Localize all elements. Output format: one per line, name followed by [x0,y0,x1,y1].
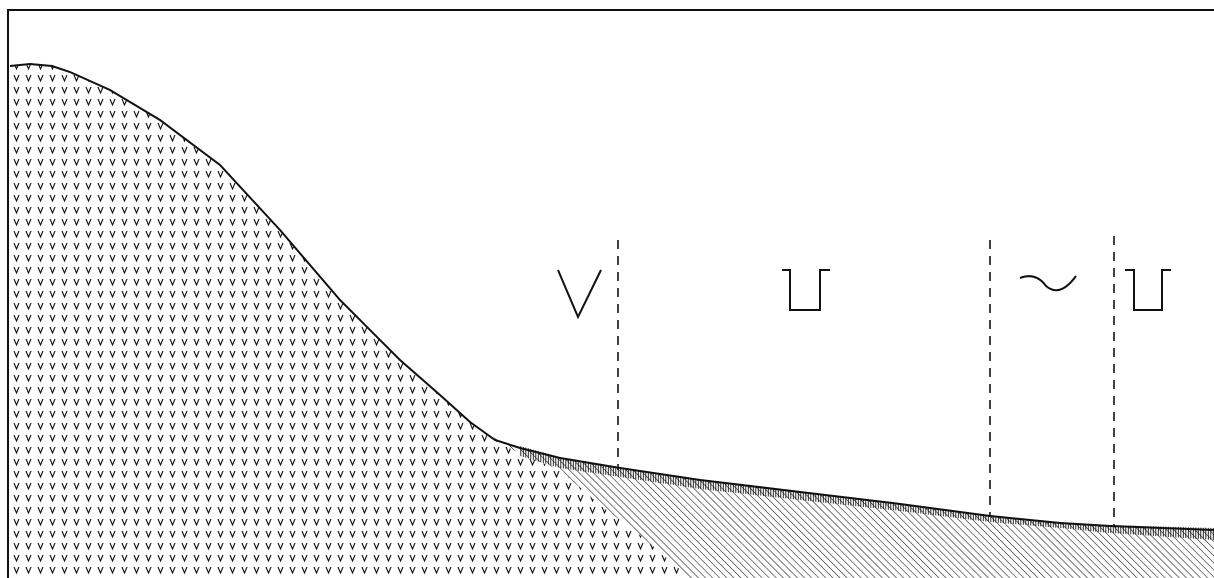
v-shape-valley-icon [557,269,602,320]
ground-surface-line [9,62,1214,531]
bedrock-slope [10,64,690,578]
u-shape-valley-icon [782,269,830,311]
frame-border [7,9,1214,578]
surface-layer [520,446,1214,540]
u-shape-valley-icon [1125,269,1171,311]
shallow-trough-valley-icon [1019,275,1077,292]
